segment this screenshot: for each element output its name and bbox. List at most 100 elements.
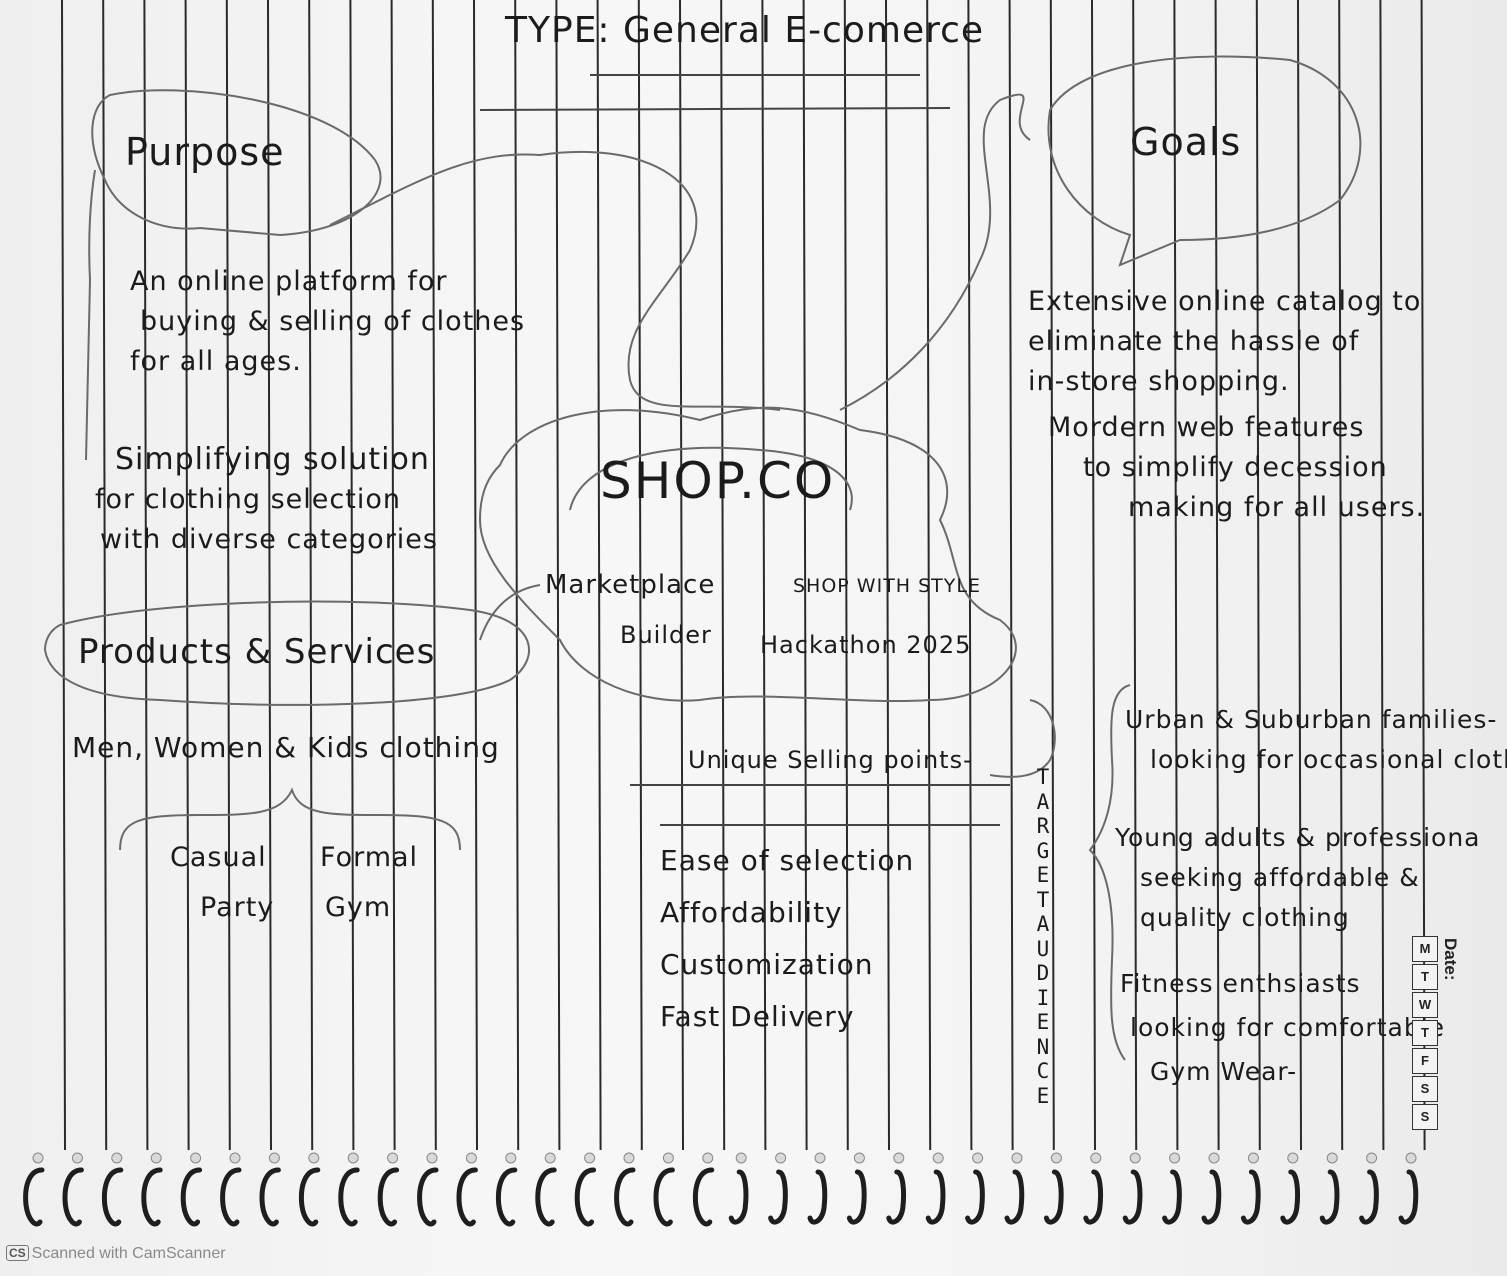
spiral-hole bbox=[544, 1152, 556, 1164]
spiral-hole bbox=[1208, 1152, 1220, 1164]
spiral-ring bbox=[1122, 1169, 1143, 1225]
goals-item-1-line-2: eliminate the hassle of bbox=[1028, 326, 1360, 357]
rule-line bbox=[143, 0, 149, 1151]
goals-item-2-line-2: to simplify decession bbox=[1083, 452, 1388, 483]
brand-tagline: SHOP WITH STYLE bbox=[793, 575, 981, 597]
spiral-hole bbox=[505, 1152, 517, 1164]
audience-item-2-line-2: seeking affordable & bbox=[1140, 863, 1420, 892]
camscanner-logo-icon: CS bbox=[6, 1245, 29, 1261]
spiral-ring bbox=[728, 1169, 749, 1225]
rule-line bbox=[679, 0, 684, 1151]
page-title: TYPE: General E-comerce bbox=[505, 10, 985, 51]
rule-line bbox=[1173, 0, 1179, 1151]
audience-item-3-line-2: looking for comfortable bbox=[1130, 1013, 1446, 1042]
purpose-item-1-line-1: An online platform for bbox=[130, 266, 448, 297]
rule-line bbox=[1255, 0, 1261, 1151]
spiral-ring bbox=[220, 1167, 242, 1227]
brand-sub-1: Marketplace bbox=[545, 570, 716, 600]
rule-line bbox=[514, 0, 520, 1151]
spiral-hole bbox=[1090, 1152, 1102, 1164]
spiral-hole bbox=[308, 1152, 320, 1164]
spiral-ring bbox=[965, 1169, 985, 1225]
spiral-hole bbox=[893, 1152, 905, 1164]
spiral-hole bbox=[775, 1152, 787, 1164]
goals-item-1-line-3: in-store shopping. bbox=[1028, 366, 1290, 397]
rule-line bbox=[967, 0, 973, 1151]
rule-line bbox=[761, 0, 767, 1151]
rule-line bbox=[1214, 0, 1220, 1151]
purpose-item-1: An online platform for buying & selling … bbox=[100, 262, 525, 382]
spiral-ring bbox=[1240, 1169, 1261, 1225]
spiral-ring bbox=[1319, 1169, 1340, 1225]
purpose-title: Purpose bbox=[125, 130, 285, 174]
spiral-hole bbox=[71, 1152, 83, 1164]
spiral-ring bbox=[1359, 1169, 1379, 1225]
rule-line bbox=[555, 0, 561, 1151]
rule-line bbox=[637, 0, 643, 1151]
spiral-ring bbox=[653, 1167, 675, 1227]
spiral-hole bbox=[1050, 1152, 1062, 1164]
purpose-bracket bbox=[85, 169, 96, 461]
spiral-ring bbox=[574, 1167, 597, 1227]
spiral-hole bbox=[229, 1152, 241, 1164]
rule-line bbox=[596, 0, 602, 1151]
spiral-hole bbox=[735, 1152, 747, 1164]
audience-item-1-line-2: looking for occasional clothin bbox=[1150, 745, 1507, 774]
products-title: Products & Services bbox=[78, 632, 436, 672]
date-label: Date: bbox=[1441, 938, 1460, 981]
spiral-hole bbox=[1169, 1152, 1181, 1164]
spiral-ring bbox=[456, 1167, 478, 1227]
rule-line bbox=[720, 0, 726, 1151]
brand-sub-2: Builder bbox=[620, 621, 712, 649]
rule-line bbox=[1008, 0, 1014, 1151]
purpose-item-2-line-1: Simplifying solution bbox=[115, 442, 430, 477]
audience-bracket bbox=[1088, 684, 1131, 1061]
rule-line bbox=[61, 0, 66, 1151]
rule-line bbox=[1338, 0, 1344, 1151]
day-box-thu: T bbox=[1412, 1020, 1438, 1046]
audience-item-3-line-1: Fitness enthsiasts bbox=[1120, 969, 1361, 998]
spiral-ring bbox=[614, 1167, 636, 1227]
spiral-hole bbox=[387, 1152, 399, 1164]
shop-cloud bbox=[478, 406, 1017, 703]
spiral-hole bbox=[1326, 1152, 1338, 1164]
audience-item-1-line-1: Urban & Suburban families- bbox=[1125, 705, 1498, 734]
doodle-shapes bbox=[43, 55, 1362, 1061]
usp-item-4: Fast Delivery bbox=[660, 1000, 855, 1033]
spiral-hole bbox=[1247, 1152, 1259, 1164]
spiral-hole bbox=[1405, 1152, 1417, 1164]
audience-item-2-line-1: Young adults & professiona bbox=[1115, 823, 1481, 852]
rule-line bbox=[1297, 0, 1302, 1151]
spiral-hole bbox=[853, 1152, 865, 1164]
spiral-ring bbox=[1043, 1169, 1064, 1225]
spiral-hole bbox=[268, 1152, 280, 1164]
goals-title: Goals bbox=[1130, 120, 1242, 164]
spiral-binding bbox=[23, 1152, 1419, 1227]
spiral-hole bbox=[932, 1152, 944, 1164]
rule-line bbox=[267, 0, 272, 1151]
spiral-ring bbox=[298, 1167, 321, 1227]
rule-line bbox=[885, 0, 890, 1151]
goals-item-2-line-3: making for all users. bbox=[1128, 492, 1426, 523]
spiral-ring bbox=[1083, 1169, 1104, 1225]
audience-hook bbox=[989, 699, 1056, 778]
products-line: Men, Women & Kids clothing bbox=[72, 731, 500, 764]
day-box-tue: T bbox=[1412, 964, 1438, 990]
rule-line bbox=[308, 0, 314, 1151]
spiral-ring bbox=[495, 1167, 518, 1227]
spiral-hole bbox=[347, 1152, 359, 1164]
rule-line bbox=[349, 0, 355, 1151]
purpose-item-2-line-3: with diverse categories bbox=[100, 524, 438, 555]
audience-item-1: Urban & Suburban families- looking for o… bbox=[1125, 700, 1507, 780]
spiral-hole bbox=[972, 1152, 984, 1164]
audience-item-2-line-3: quality clothing bbox=[1140, 903, 1350, 932]
purpose-item-1-line-2: buying & selling of clothes bbox=[140, 306, 526, 337]
spiral-hole bbox=[111, 1152, 123, 1164]
rule-line bbox=[802, 0, 808, 1151]
spiral-ring bbox=[1201, 1169, 1222, 1225]
spiral-ring bbox=[886, 1169, 907, 1225]
goals-item-1-line-1: Extensive online catalog to bbox=[1028, 286, 1422, 317]
usp-list: Ease of selection Affordability Customiz… bbox=[660, 835, 914, 1043]
rule-line bbox=[431, 0, 437, 1151]
rule-line bbox=[473, 0, 478, 1151]
